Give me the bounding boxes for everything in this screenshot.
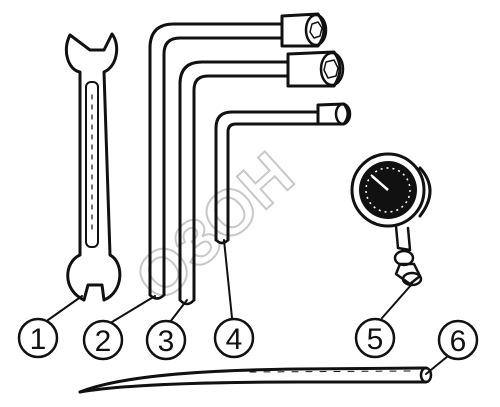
leader-lines (47, 239, 449, 375)
callout-3-label: 3 (158, 325, 175, 358)
tire-lever (78, 366, 433, 394)
callout-6: 6 (437, 319, 479, 361)
callout-4-label: 4 (226, 323, 243, 356)
callout-5: 5 (354, 317, 396, 359)
callout-1: 1 (17, 317, 59, 359)
callout-2: 2 (82, 319, 124, 361)
pressure-gauge (350, 152, 432, 287)
callout-2-label: 2 (95, 325, 112, 358)
callout-1-label: 1 (30, 323, 47, 356)
callout-6-label: 6 (450, 325, 467, 358)
callout-5-label: 5 (367, 323, 384, 356)
socket-key-medium (178, 50, 345, 306)
socket-key-large (148, 12, 328, 300)
callout-3: 3 (145, 319, 187, 361)
callout-4: 4 (213, 317, 255, 359)
open-end-wrench (64, 32, 122, 302)
socket-key-small (214, 102, 352, 245)
